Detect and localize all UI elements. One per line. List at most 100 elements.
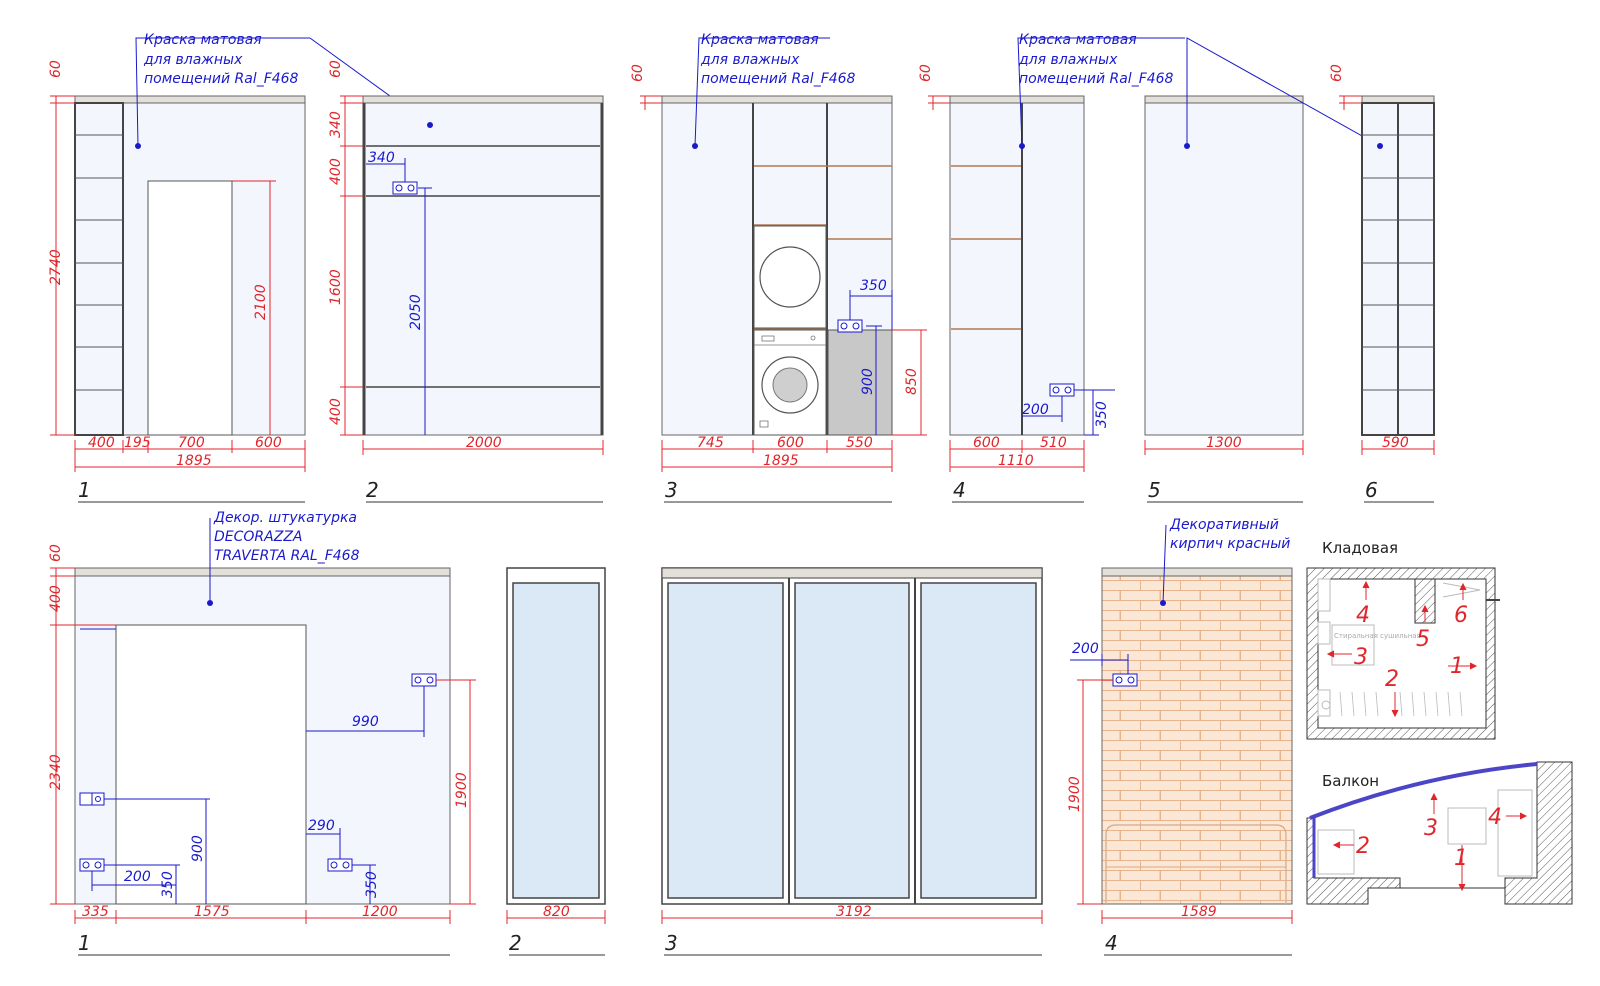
paint-note-c: Краска матовая для влажных помещений Ral… bbox=[1018, 32, 1174, 87]
elevation-top-6: 6 60 590 bbox=[1329, 64, 1435, 503]
marker-2: 2 bbox=[1356, 834, 1370, 859]
brick-note: Декоративный кирпич красный bbox=[1169, 517, 1290, 552]
dim-total: 1895 bbox=[176, 453, 212, 469]
marker-6: 6 bbox=[1454, 603, 1468, 628]
svg-text:2000: 2000 bbox=[466, 435, 502, 451]
socket bbox=[79, 858, 105, 872]
marker-4: 4 bbox=[1356, 603, 1370, 628]
dim-w1: 400 bbox=[88, 435, 115, 451]
svg-text:600: 600 bbox=[973, 435, 1000, 451]
svg-text:60: 60 bbox=[48, 544, 64, 562]
svg-text:510: 510 bbox=[1040, 435, 1067, 451]
svg-text:1300: 1300 bbox=[1206, 435, 1242, 451]
svg-text:600: 600 bbox=[777, 435, 804, 451]
balcony-plan: Балкон 1 2 3 4 bbox=[1306, 761, 1573, 905]
svg-text:1600: 1600 bbox=[328, 269, 344, 305]
dim-w3: 700 bbox=[178, 435, 205, 451]
elevation-bottom-1: 1 60 400 2340 990 1900 290 200 350 900 3… bbox=[48, 518, 476, 956]
svg-text:350: 350 bbox=[364, 871, 380, 898]
pantry-title: Кладовая bbox=[1322, 539, 1398, 557]
svg-text:335: 335 bbox=[82, 904, 109, 920]
balcony-title: Балкон bbox=[1322, 772, 1379, 790]
svg-text:60: 60 bbox=[1329, 64, 1345, 82]
svg-text:60: 60 bbox=[630, 64, 646, 82]
svg-text:350: 350 bbox=[1094, 401, 1110, 428]
elevation-label: 2 bbox=[509, 931, 522, 955]
marker-1: 1 bbox=[1454, 846, 1468, 871]
svg-text:для влажных: для влажных bbox=[143, 52, 243, 68]
svg-text:820: 820 bbox=[543, 904, 570, 920]
svg-text:200: 200 bbox=[1072, 641, 1099, 657]
elevation-label: 4 bbox=[1105, 931, 1118, 955]
svg-text:400: 400 bbox=[328, 158, 344, 185]
svg-text:200: 200 bbox=[124, 869, 151, 885]
switch bbox=[79, 792, 105, 806]
door-opening bbox=[115, 624, 307, 905]
socket bbox=[327, 858, 353, 872]
svg-text:1895: 1895 bbox=[763, 453, 799, 469]
marker-2: 2 bbox=[1385, 667, 1399, 692]
svg-text:400: 400 bbox=[48, 585, 64, 612]
svg-text:340: 340 bbox=[368, 150, 395, 166]
svg-text:для влажных: для влажных bbox=[700, 52, 800, 68]
elevation-top-3: 3 60 350 850 900 745 600 550 1895 bbox=[630, 37, 927, 503]
svg-text:290: 290 bbox=[308, 818, 335, 834]
svg-text:60: 60 bbox=[918, 64, 934, 82]
svg-text:Декор. штукатурка: Декор. штукатурка bbox=[213, 510, 357, 526]
elevation-bottom-3: 3 3192 bbox=[661, 567, 1043, 956]
svg-text:помещений Ral_F468: помещений Ral_F468 bbox=[144, 71, 299, 87]
elevation-label: 1 bbox=[78, 931, 91, 955]
socket bbox=[411, 673, 437, 687]
svg-text:990: 990 bbox=[352, 714, 379, 730]
svg-text:1900: 1900 bbox=[1067, 776, 1083, 812]
svg-text:900: 900 bbox=[190, 835, 206, 862]
marker-4: 4 bbox=[1488, 805, 1502, 830]
svg-text:590: 590 bbox=[1382, 435, 1409, 451]
svg-text:1110: 1110 bbox=[998, 453, 1034, 469]
paint-note-a: Краска матовая для влажных помещений Ral… bbox=[143, 32, 299, 87]
pantry-plan: Кладовая Стиральная сушильная bbox=[1306, 539, 1500, 740]
socket bbox=[392, 181, 418, 195]
svg-text:для влажных: для влажных bbox=[1018, 52, 1118, 68]
elevation-label: 5 bbox=[1148, 478, 1161, 502]
svg-text:550: 550 bbox=[846, 435, 873, 451]
svg-text:350: 350 bbox=[860, 278, 887, 294]
elevation-top-2: 2 60 340 400 1600 400 340 2050 2000 bbox=[328, 60, 604, 503]
view-arrows bbox=[1326, 580, 1478, 718]
elevation-label: 1 bbox=[78, 478, 91, 502]
svg-text:DECORAZZA: DECORAZZA bbox=[214, 529, 302, 545]
svg-text:400: 400 bbox=[328, 398, 344, 425]
washing-machine bbox=[753, 329, 827, 436]
svg-text:2340: 2340 bbox=[48, 754, 64, 790]
elevation-label: 4 bbox=[953, 478, 966, 502]
pantry-furniture bbox=[1317, 578, 1481, 717]
elevation-label: 6 bbox=[1365, 478, 1378, 502]
socket bbox=[1049, 383, 1075, 397]
svg-text:200: 200 bbox=[1022, 402, 1049, 418]
shelf-lines bbox=[75, 134, 123, 391]
socket bbox=[837, 319, 863, 333]
svg-text:340: 340 bbox=[328, 111, 344, 138]
svg-text:850: 850 bbox=[904, 368, 920, 395]
elevation-bottom-2: 2 820 bbox=[506, 567, 606, 956]
svg-text:3192: 3192 bbox=[836, 904, 872, 920]
svg-text:745: 745 bbox=[697, 435, 724, 451]
counter-cabinet bbox=[827, 329, 893, 436]
elevation-top-5: 5 1300 bbox=[1144, 37, 1381, 503]
elevation-bottom-4: 4 200 1900 1589 bbox=[1067, 524, 1293, 956]
dim-door-height: 2100 bbox=[253, 284, 269, 320]
plaster-note: Декор. штукатурка DECORAZZA TRAVERTA RAL… bbox=[213, 510, 360, 564]
dim-w2: 195 bbox=[124, 435, 151, 451]
view-arrows bbox=[1332, 792, 1528, 892]
marker-3: 3 bbox=[1354, 645, 1368, 670]
dim-w4: 600 bbox=[255, 435, 282, 451]
doorway bbox=[147, 180, 233, 436]
svg-text:TRAVERTA RAL_F468: TRAVERTA RAL_F468 bbox=[214, 548, 360, 564]
svg-text:Краска матовая: Краска матовая bbox=[1019, 32, 1137, 48]
svg-text:Декоративный: Декоративный bbox=[1169, 517, 1279, 533]
svg-text:1589: 1589 bbox=[1181, 904, 1217, 920]
svg-text:350: 350 bbox=[160, 871, 176, 898]
svg-text:1200: 1200 bbox=[362, 904, 398, 920]
marker-5: 5 bbox=[1416, 627, 1430, 652]
